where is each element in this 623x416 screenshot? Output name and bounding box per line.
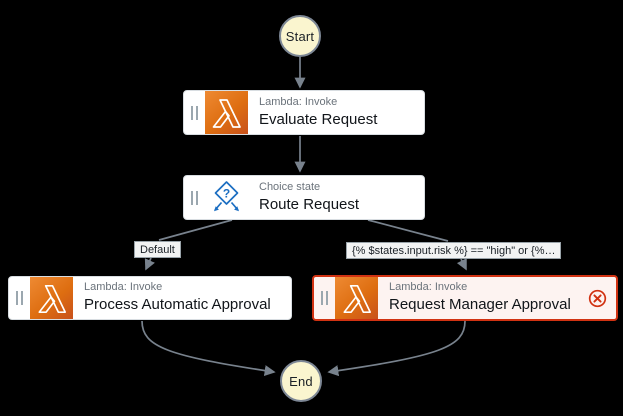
lambda-icon	[30, 277, 73, 319]
start-node: Start	[279, 15, 321, 57]
edge-label-default-text: Default	[140, 243, 175, 256]
state-evaluate-request[interactable]: Lambda: Invoke Evaluate Request	[183, 90, 425, 135]
start-node-label: Start	[285, 28, 315, 44]
state-route-request[interactable]: ? Choice state Route Request	[183, 175, 425, 220]
state-request-manager-approval[interactable]: Lambda: Invoke Request Manager Approval	[312, 275, 618, 321]
edge-label-condition-text: {% $states.input.risk %} == "high" or {%…	[352, 244, 556, 257]
state-type-label: Lambda: Invoke	[389, 281, 468, 294]
edge-route-condition-label	[367, 219, 449, 242]
edge-label-condition: {% $states.input.risk %} == "high" or {%…	[346, 242, 562, 259]
edge-default-label-process	[144, 257, 155, 271]
choice-question-glyph: ?	[223, 187, 230, 201]
lambda-icon	[335, 277, 378, 319]
edge-condition-label-request	[456, 258, 467, 271]
choice-icon: ?	[205, 176, 248, 219]
drag-handle-icon[interactable]	[184, 91, 205, 134]
end-node: End	[280, 360, 322, 402]
edge-label-default: Default	[134, 241, 181, 258]
state-title: Request Manager Approval	[389, 296, 571, 314]
state-title: Evaluate Request	[259, 110, 378, 128]
drag-handle-icon[interactable]	[314, 277, 335, 319]
edge-request-end	[327, 320, 466, 377]
state-title: Process Automatic Approval	[84, 296, 271, 314]
drag-handle-icon[interactable]	[9, 277, 30, 319]
state-process-automatic-approval[interactable]: Lambda: Invoke Process Automatic Approva…	[8, 276, 292, 320]
drag-handle-icon[interactable]	[184, 176, 205, 219]
end-node-label: End	[289, 373, 313, 389]
state-type-label: Lambda: Invoke	[84, 281, 163, 294]
lambda-icon	[205, 91, 248, 134]
state-type-label: Lambda: Invoke	[259, 95, 338, 108]
edge-route-default-label	[158, 219, 233, 241]
state-title: Route Request	[259, 195, 360, 213]
edge-process-end	[141, 320, 276, 377]
state-type-label: Choice state	[259, 180, 321, 193]
error-icon	[588, 289, 607, 308]
